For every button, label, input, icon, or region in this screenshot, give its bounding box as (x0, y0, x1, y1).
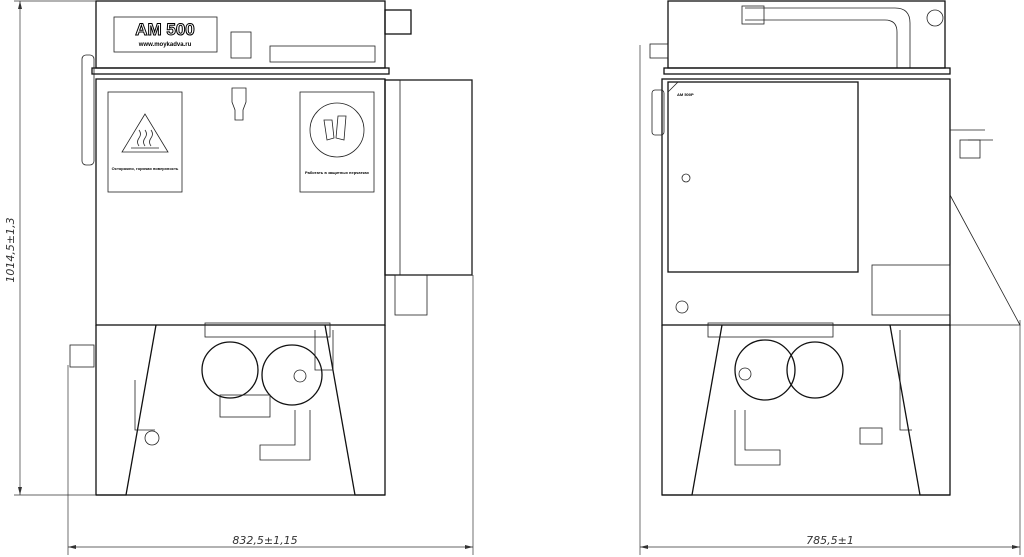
side-body (661, 78, 951, 326)
gloves-sign-text: Работать в защитных перчатках (305, 170, 370, 175)
side-plate-text: AM 500P (677, 92, 694, 97)
lid-strut (81, 54, 95, 166)
side-view: AM 500P (649, 0, 1021, 496)
side-door (667, 81, 859, 273)
dimension-lines: 1014,5±1,3 832,5±1,15 785,5±1 (4, 0, 1021, 555)
height-dimension: 1014,5±1,3 (4, 217, 17, 282)
hot-surface-sign-text: Осторожно, горячая поверхность (112, 166, 179, 171)
model-plate (113, 16, 218, 53)
door-lock (681, 173, 691, 183)
inlet-valve (69, 344, 95, 368)
front-width-dimension: 832,5±1,15 (232, 534, 297, 547)
gloves-sign (299, 91, 375, 193)
side-top-housing (667, 0, 946, 69)
pump-right (261, 344, 323, 406)
latch-icon (231, 87, 247, 121)
side-pump-right (786, 341, 844, 399)
front-view: AM 500 www.moykadva.ru Осторожно, горяча… (69, 0, 473, 496)
side-pump-left (734, 339, 796, 401)
pump-left (201, 341, 259, 399)
model-label: AM 500 (135, 20, 195, 39)
hot-surface-warning-icon (121, 113, 169, 153)
top-outlet (384, 9, 412, 35)
website-label: www.moykadva.ru (138, 42, 192, 48)
gloves-icon (309, 102, 365, 158)
side-control-box (384, 79, 473, 276)
side-width-dimension: 785,5±1 (806, 534, 854, 547)
top-pipe (745, 7, 911, 68)
hot-surface-sign (107, 91, 183, 193)
drain-pipe (259, 410, 311, 461)
side-ball-valve (949, 129, 1021, 326)
handle-bar (269, 45, 376, 63)
hinge-plate (230, 31, 252, 59)
